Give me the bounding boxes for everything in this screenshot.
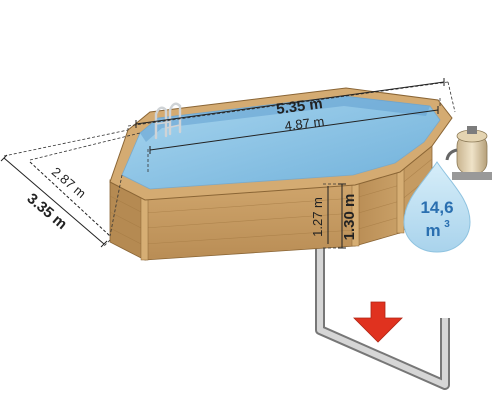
pool-ladder [154,102,182,140]
dimension-guides [3,81,456,249]
volume-unit: m [425,221,440,240]
inner-length-label: 4.87 m [284,114,325,134]
inner-height-label: 1.27 m [310,197,325,237]
drain-arrow [353,301,403,343]
volume-unit-superscript: 3 [444,219,450,230]
water-volume-drop [403,161,471,253]
outer-height-label: 1.30 m [341,194,358,241]
volume-value: 14,6 [420,198,453,217]
dimension-lines [0,78,445,249]
outer-width-label: 3.35 m [24,190,71,233]
sand-filter [445,126,492,180]
outer-length-label: 5.35 m [275,95,324,118]
inner-width-label: 2.87 m [49,164,89,201]
